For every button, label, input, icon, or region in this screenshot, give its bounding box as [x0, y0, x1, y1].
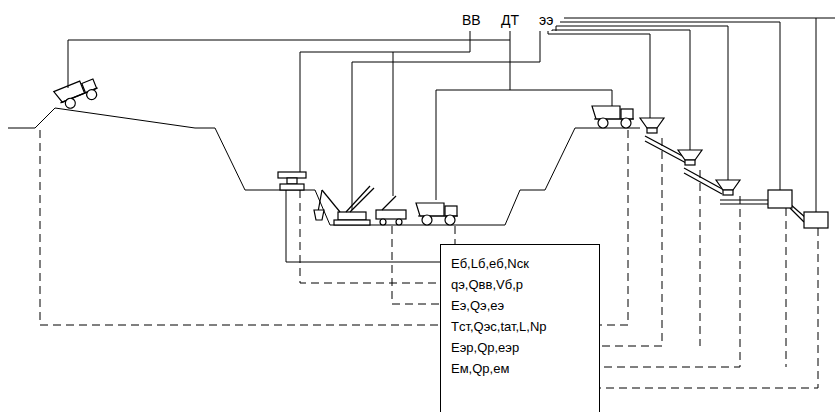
screen-machine [768, 190, 828, 228]
pit-profile [8, 108, 640, 225]
supply-line [68, 31, 510, 88]
surface-truck [592, 106, 634, 128]
data-line [286, 190, 440, 262]
data-line [455, 226, 456, 244]
charging-machine [376, 196, 406, 225]
supply-label: ээ [538, 12, 554, 28]
drill-rig [278, 172, 306, 178]
supply-line [556, 26, 728, 180]
excavator [318, 190, 322, 212]
data-line [600, 196, 740, 367]
parameter-line: Tст,Qэс,tат,L,Nр [451, 316, 591, 337]
data-line [300, 190, 440, 283]
excavator [314, 210, 324, 220]
screen-machine [804, 212, 828, 228]
conveyor-line [790, 208, 804, 222]
conveyor-line [684, 168, 724, 190]
excavator [338, 212, 366, 220]
parameter-line: Eэр,Qр,eэр [451, 337, 591, 358]
data-line [700, 170, 701, 346]
data-line [40, 130, 440, 325]
excavator [350, 188, 374, 212]
drill-rig [287, 178, 297, 184]
data-line [600, 138, 662, 346]
charging-machine [376, 210, 406, 219]
excavator [314, 186, 374, 225]
dump-truck [54, 76, 101, 112]
crusher [640, 118, 664, 133]
conveyor-line [720, 199, 770, 200]
screen-machine [768, 190, 792, 208]
supply-line [68, 18, 835, 212]
excavator [334, 220, 370, 225]
parameter-line: Eб,Lб,eб,Nск [451, 253, 591, 274]
parameter-line: Eэ,Qэ,eэ [451, 295, 591, 316]
data-line [786, 208, 787, 367]
supply-line [436, 90, 437, 200]
parameter-line: Eм,Qр,eм [451, 358, 591, 379]
supply-label: ВВ [461, 12, 482, 28]
charging-machine [382, 196, 396, 210]
data-line [392, 226, 440, 304]
supply-line [436, 90, 612, 91]
supply-line [548, 31, 650, 118]
data-line [286, 190, 440, 262]
conveyor-line [720, 203, 770, 204]
conveyor-line [645, 136, 806, 222]
crusher [716, 180, 740, 195]
charging-machine [380, 219, 386, 225]
pit-truck [416, 203, 458, 225]
charging-machine [396, 219, 402, 225]
drill-rig [278, 172, 306, 190]
excavator [346, 186, 370, 212]
pit-profile [8, 108, 640, 225]
crusher [640, 118, 664, 133]
data-line [40, 130, 818, 388]
crusher [678, 150, 702, 165]
supply-line [393, 52, 394, 196]
data-line [600, 228, 818, 388]
supply-line [560, 22, 780, 190]
dump-truck [54, 76, 101, 112]
parameter-box: Eб,Lб,eб,Nскqэ,Qвв,Vб,pEэ,Qэ,eэTст,Qэс,t… [440, 244, 600, 412]
parameter-line: qэ,Qвв,Vб,p [451, 274, 591, 295]
crusher [716, 180, 740, 195]
supply-line [816, 18, 817, 212]
supply-line [564, 18, 835, 19]
surface-truck [592, 106, 634, 128]
pit-truck [416, 203, 458, 225]
supply-line [352, 31, 540, 210]
supply-line [612, 90, 613, 106]
supply-line [300, 31, 470, 172]
excavator [322, 190, 340, 212]
data-line [600, 130, 628, 325]
supply-line [510, 40, 511, 90]
supply-line [552, 30, 690, 150]
conveyor-line [684, 173, 722, 194]
crusher [678, 150, 702, 165]
supply-label: ДТ [500, 12, 520, 28]
drill-rig [280, 184, 304, 190]
